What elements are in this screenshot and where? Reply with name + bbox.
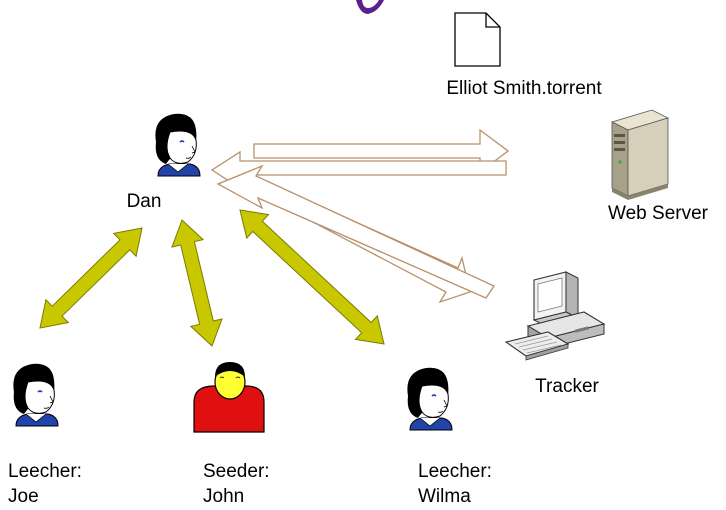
title-fragment [356,0,384,14]
peer-wilma-avatar[interactable] [407,367,453,431]
wilma-role-label: Leecher: [418,461,492,482]
response-arrow-from-tracker [216,164,495,299]
server-icon[interactable] [610,109,670,200]
dan-label: Dan [126,191,162,212]
peer-link-dan-joe [39,227,143,329]
peer-link-dan-john [171,219,223,347]
peer-link-dan-wilma [239,209,385,345]
john-name-label: John [203,486,245,507]
tracker-label: Tracker [535,376,599,397]
peer-john-avatar[interactable] [193,362,265,433]
wilma-name-label: Wilma [418,486,471,507]
computer-icon[interactable] [504,271,606,361]
torrent-file-label: Elliot Smith.torrent [446,78,602,99]
response-arrow-from-server [210,150,507,190]
joe-name-label: Joe [8,486,39,507]
torrent-file-icon[interactable] [454,12,501,67]
john-role-label: Seeder: [203,461,270,482]
peer-dan-avatar[interactable] [155,113,201,177]
joe-role-label: Leecher: [8,461,82,482]
peer-joe-avatar[interactable] [13,363,59,427]
web-server-label: Web Server [608,203,708,224]
peer-links [39,209,385,347]
